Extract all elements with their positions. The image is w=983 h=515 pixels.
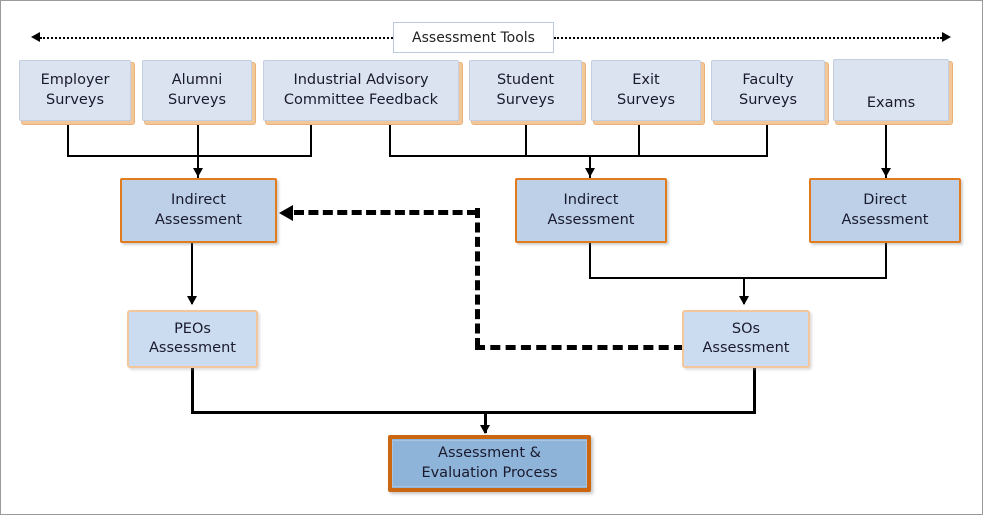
connector-alumni-surveys-down xyxy=(197,121,199,157)
assessment-tools-right-arrowhead xyxy=(942,32,951,42)
connector-peos-down xyxy=(191,368,194,413)
connector-employer-surveys-down xyxy=(67,121,69,157)
feedback-dashed-horizontal-lower xyxy=(475,345,684,350)
assessment-tools-banner-label: Assessment Tools xyxy=(412,29,535,46)
connector-faculty-surveys-down xyxy=(766,121,768,157)
assessment-tools-dotted-line-right xyxy=(554,37,942,39)
tool-box-exams[interactable]: Exams xyxy=(833,59,949,121)
arrowhead-feedback-to-indirect-left xyxy=(279,205,293,221)
arrowhead-sos-assessment xyxy=(739,296,749,305)
arrowhead-direct-assessment xyxy=(881,168,891,177)
feedback-dashed-vertical xyxy=(475,208,480,348)
connector-exams-to-direct-assessment xyxy=(885,121,887,178)
arrowhead-assessment-evaluation-process xyxy=(480,425,490,434)
connector-final-bus-to-final-box xyxy=(484,411,487,433)
arrowhead-indirect-assessment-left xyxy=(193,168,203,177)
arrowhead-indirect-assessment-right xyxy=(585,168,595,177)
connector-indirect-right-down xyxy=(589,243,591,279)
connector-direct-assessment-down xyxy=(885,243,887,279)
label-assessment-evaluation-process: Assessment &Evaluation Process xyxy=(392,440,587,487)
tool-label-exams: Exams xyxy=(866,94,916,111)
assessment-tools-dotted-line-left xyxy=(40,37,393,39)
feedback-dashed-horizontal-upper xyxy=(294,210,477,215)
box-assessment-evaluation-process[interactable]: Assessment &Evaluation Process xyxy=(388,435,591,492)
connector-mid-bus-to-indirect-right xyxy=(589,155,591,178)
connector-sos-down xyxy=(753,368,756,413)
connector-iac-feedback-down-right xyxy=(389,121,391,157)
connector-left-bus-horizontal xyxy=(67,155,312,157)
connector-student-surveys-down xyxy=(525,121,527,157)
connector-final-bus-horizontal xyxy=(191,411,756,414)
connector-sos-bus-to-sos xyxy=(743,277,745,304)
assessment-tools-left-arrowhead xyxy=(31,32,40,42)
assessment-tools-banner: Assessment Tools xyxy=(393,22,554,53)
connector-indirect-left-to-peos xyxy=(191,243,193,304)
connector-iac-feedback-down xyxy=(310,121,312,157)
connector-left-bus-to-indirect-left xyxy=(197,155,199,178)
connector-exit-surveys-down xyxy=(638,121,640,157)
arrowhead-peos-assessment xyxy=(187,296,197,305)
connector-sos-bus-horizontal xyxy=(589,277,887,279)
connector-mid-bus-horizontal xyxy=(389,155,768,157)
